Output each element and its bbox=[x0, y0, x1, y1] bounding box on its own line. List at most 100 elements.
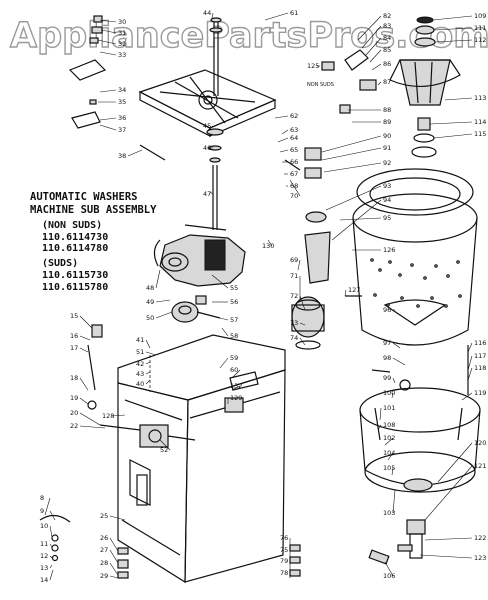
leader-line-122 bbox=[424, 537, 473, 541]
part-label-82: 82 bbox=[383, 12, 391, 20]
part-label-68: 68 bbox=[290, 182, 298, 190]
part-label-100: 100 bbox=[383, 389, 395, 397]
part-label-127: 127 bbox=[348, 286, 360, 294]
leader-line-111 bbox=[433, 27, 473, 31]
part-label-14: 14 bbox=[40, 576, 48, 584]
leader-line-43 bbox=[145, 371, 151, 375]
leader-line-41 bbox=[145, 339, 151, 349]
leader-line-34 bbox=[99, 89, 117, 93]
part-label-123: 123 bbox=[474, 554, 486, 562]
leader-line-60 bbox=[231, 369, 241, 379]
leader-line-74 bbox=[299, 337, 306, 346]
part-label-34: 34 bbox=[118, 86, 126, 94]
part-label-103: 103 bbox=[383, 509, 395, 517]
part-label-43: 43 bbox=[136, 370, 144, 378]
leader-line-72 bbox=[299, 295, 306, 311]
leader-line-52 bbox=[159, 439, 171, 451]
drive-motor bbox=[291, 296, 325, 350]
valve-notes: NON SUDS bbox=[307, 82, 334, 88]
leader-line-84 bbox=[365, 37, 382, 56]
leader-line-69 bbox=[297, 259, 301, 271]
part-label-85: 85 bbox=[383, 46, 391, 54]
leader-line-85 bbox=[369, 49, 382, 63]
leader-line-42 bbox=[145, 361, 151, 365]
part-label-15: 15 bbox=[70, 312, 78, 320]
leader-line-102 bbox=[384, 437, 394, 446]
leader-line-106 bbox=[384, 561, 394, 577]
leader-line-97 bbox=[392, 342, 401, 349]
part-label-25: 25 bbox=[100, 512, 108, 520]
leader-line-58 bbox=[221, 327, 229, 337]
leader-line-109 bbox=[432, 15, 473, 21]
leader-line-17 bbox=[79, 347, 89, 353]
part-label-73: 73 bbox=[290, 319, 298, 327]
leader-line-31 bbox=[101, 29, 117, 34]
leader-line-118 bbox=[467, 367, 473, 381]
part-label-65: 65 bbox=[290, 146, 298, 154]
part-label-55: 55 bbox=[230, 284, 238, 292]
leader-line-49 bbox=[155, 299, 171, 303]
part-label-42: 42 bbox=[136, 360, 144, 368]
leader-line-10 bbox=[49, 525, 53, 538]
leader-line-65 bbox=[279, 149, 289, 153]
part-label-69: 69 bbox=[290, 256, 298, 264]
leader-line-57 bbox=[219, 317, 229, 321]
part-label-63: 63 bbox=[290, 126, 298, 134]
part-label-117: 117 bbox=[474, 352, 486, 360]
part-label-10: 10 bbox=[40, 522, 48, 530]
leader-line-47 bbox=[209, 191, 214, 195]
leader-line-63 bbox=[281, 129, 289, 135]
part-label-130: 130 bbox=[262, 242, 274, 250]
spin-basket bbox=[352, 168, 478, 346]
part-label-49: 49 bbox=[146, 298, 154, 306]
leader-line-120 bbox=[437, 442, 473, 483]
suspension-brace bbox=[99, 424, 196, 448]
part-label-29: 29 bbox=[100, 572, 108, 580]
leader-line-123 bbox=[419, 554, 473, 559]
leader-line-87 bbox=[377, 81, 382, 86]
part-label-9: 9 bbox=[40, 507, 44, 515]
part-label-109: 109 bbox=[474, 12, 486, 20]
drain-outlet bbox=[368, 519, 426, 565]
part-label-119: 119 bbox=[474, 389, 486, 397]
part-label-62: 62 bbox=[290, 112, 298, 120]
leader-line-20 bbox=[79, 412, 101, 426]
part-label-48: 48 bbox=[146, 284, 154, 292]
leader-line-51 bbox=[145, 351, 157, 356]
leader-line-132 bbox=[231, 385, 241, 391]
part-label-11: 11 bbox=[40, 540, 48, 548]
part-label-44: 44 bbox=[203, 9, 211, 17]
part-label-126: 126 bbox=[383, 246, 395, 254]
watermark: AppliancePartsPros.com bbox=[9, 15, 488, 56]
leader-line-130 bbox=[267, 239, 273, 247]
part-label-71: 71 bbox=[290, 272, 298, 280]
part-label-40: 40 bbox=[136, 380, 144, 388]
part-label-64: 64 bbox=[290, 134, 298, 142]
leader-line-127 bbox=[344, 289, 347, 297]
part-label-36: 36 bbox=[118, 114, 126, 122]
part-label-101: 101 bbox=[383, 404, 395, 412]
leader-line-82 bbox=[357, 15, 382, 41]
pump-assembly bbox=[171, 295, 221, 323]
transmission-gearcase bbox=[153, 224, 246, 287]
leader-line-14 bbox=[49, 569, 54, 581]
part-label-28: 28 bbox=[100, 559, 108, 567]
leader-line-45 bbox=[207, 125, 214, 131]
leader-line-11 bbox=[49, 543, 53, 548]
part-label-132: 132 bbox=[230, 382, 242, 390]
leader-line-29 bbox=[109, 575, 119, 579]
title-line-4: 110.6114730 bbox=[42, 232, 108, 243]
part-label-32: 32 bbox=[118, 40, 126, 48]
part-label-70: 70 bbox=[290, 192, 298, 200]
part-label-86: 86 bbox=[383, 60, 391, 68]
title-line-6: (SUDS) bbox=[42, 258, 78, 269]
leader-line-101 bbox=[379, 407, 382, 421]
leader-line-32 bbox=[97, 39, 117, 45]
part-label-75: 75 bbox=[280, 546, 288, 554]
part-label-47: 47 bbox=[203, 190, 211, 198]
leader-line-61 bbox=[264, 12, 289, 21]
leader-line-9 bbox=[49, 510, 56, 521]
title-line-8: 110.6115780 bbox=[42, 282, 108, 293]
leader-line-108 bbox=[377, 424, 382, 431]
